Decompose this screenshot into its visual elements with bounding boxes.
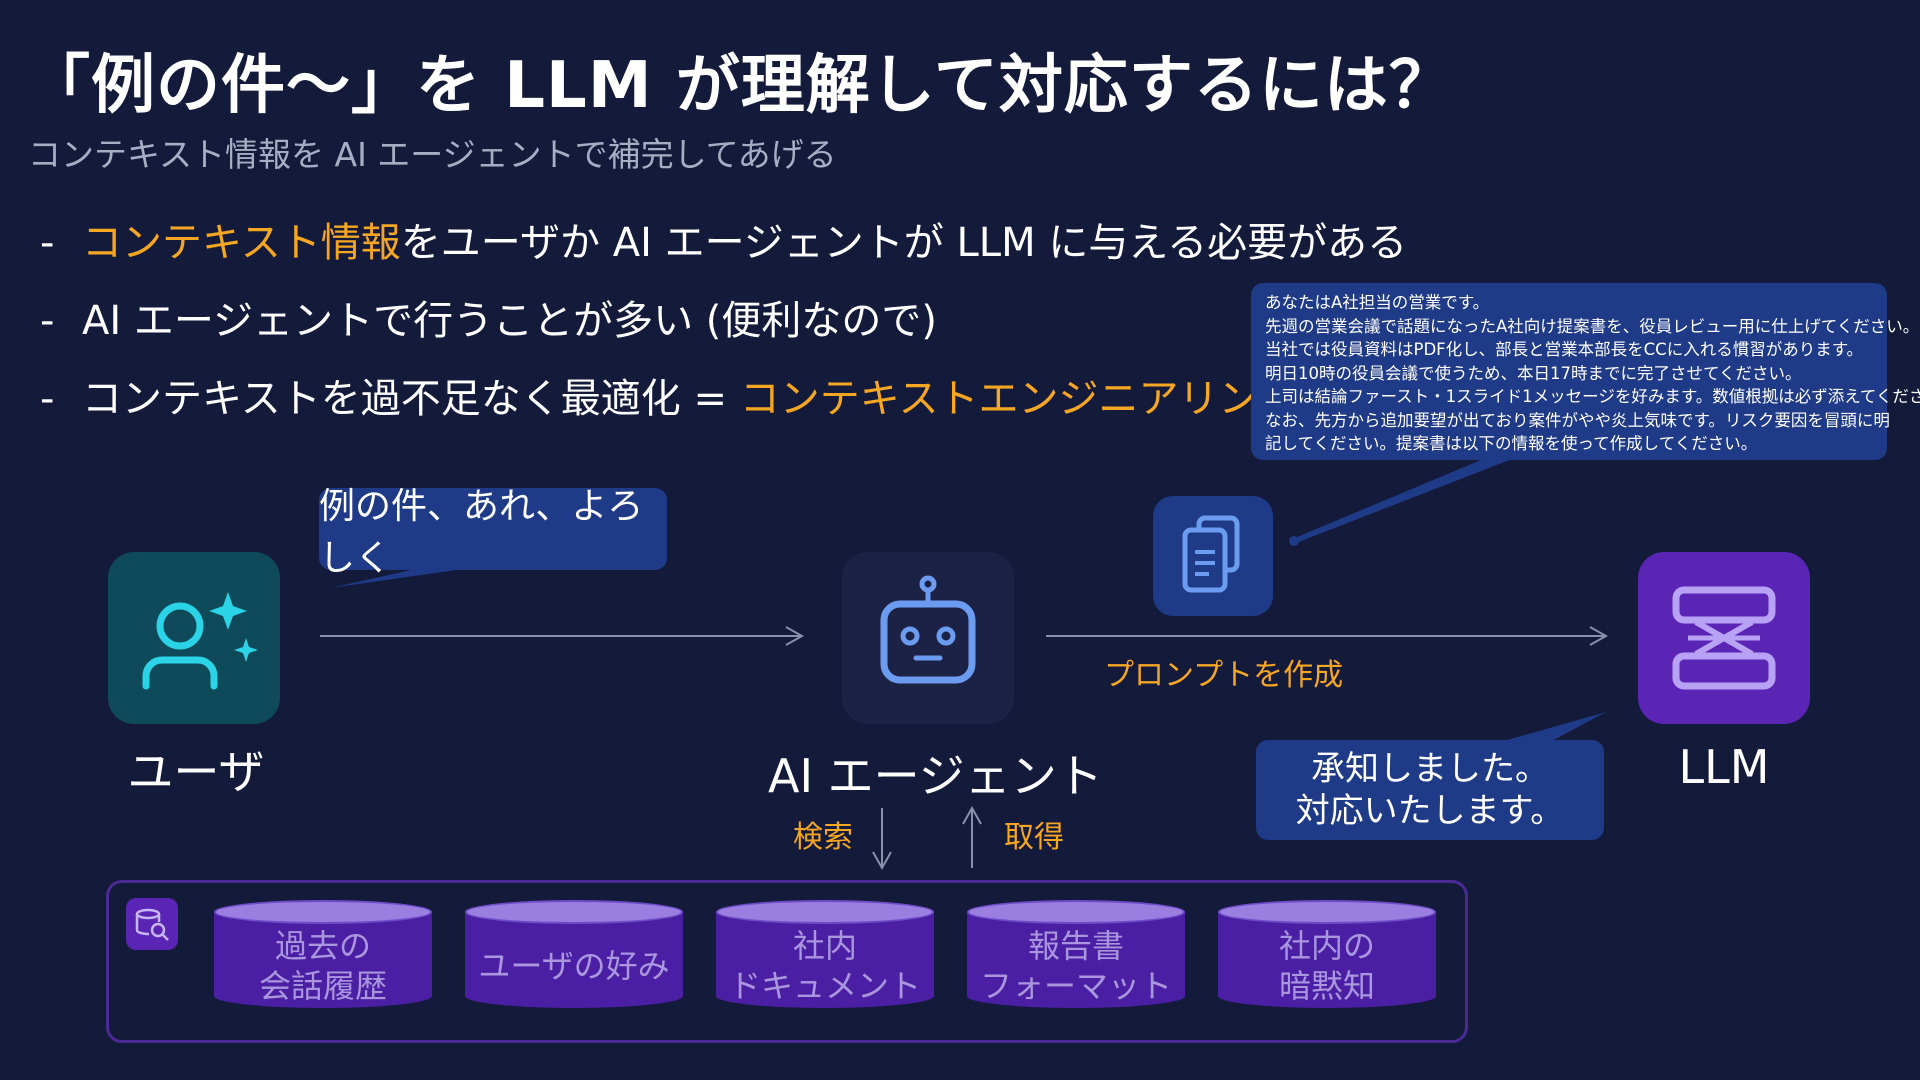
bullet-3: -コンテキストを過不足なく最適化 = コンテキストエンジニアリング bbox=[40, 366, 1299, 424]
arrow-agent-to-llm-head bbox=[1589, 626, 1609, 646]
reply-bubble-tail bbox=[1500, 712, 1606, 742]
database-cylinder: 報告書フォーマット bbox=[967, 900, 1185, 1012]
user-node bbox=[108, 552, 280, 724]
bullet-text: コンテキストを過不足なく最適化 = bbox=[82, 376, 740, 422]
bullet-dash: - bbox=[40, 220, 55, 266]
bullet-text: AI エージェントで行うことが多い (便利なので) bbox=[82, 298, 938, 344]
database-label-line1: ユーザの好み bbox=[478, 947, 670, 985]
document-node bbox=[1153, 496, 1273, 616]
user-sparkle-icon bbox=[142, 592, 258, 690]
user-bubble-tail bbox=[330, 568, 470, 588]
database-label-line2: ドキュメント bbox=[728, 967, 921, 1005]
bullet-dash: - bbox=[40, 298, 55, 344]
prompt-line: 明日10時の役員会議で使うため、本日17時までに完了させてください。 bbox=[1265, 363, 1802, 383]
page-title: 「例の件～」を LLM が理解して対応するには？ bbox=[26, 49, 1454, 123]
database-label-line1: 社内 bbox=[792, 927, 857, 965]
prompt-box-tail bbox=[1290, 452, 1530, 543]
robot-icon bbox=[880, 575, 976, 684]
prompt-line: 当社では役員資料はPDF化し、部長と営業本部長をCCに入れる慣習があります。 bbox=[1265, 340, 1864, 359]
database-cylinder: ユーザの好み bbox=[465, 900, 683, 1012]
database-label-line2: フォーマット bbox=[979, 967, 1172, 1005]
database-label-line2: 暗黙知 bbox=[1278, 967, 1375, 1005]
search-label: 検索 bbox=[793, 820, 853, 855]
hourglass-icon bbox=[1672, 586, 1776, 690]
page-subtitle: コンテキスト情報を AI エージェントで補完してあげる bbox=[28, 135, 837, 174]
agent-node-label: AI エージェント bbox=[768, 749, 1103, 803]
user-node-label: ユーザ bbox=[127, 745, 265, 799]
database-label-line1: 報告書 bbox=[1027, 927, 1124, 965]
prompt-line: 先週の営業会議で話題になったA社向け提案書を、役員レビュー用に仕上げてください。 bbox=[1265, 316, 1920, 336]
llm-node bbox=[1638, 552, 1810, 724]
bullet-text: をユーザか AI エージェントが LLM に与える必要がある bbox=[400, 220, 1408, 266]
bullet-highlight: コンテキストエンジニアリング bbox=[739, 376, 1299, 422]
documents-icon bbox=[1182, 515, 1240, 593]
knowledge-store-frame bbox=[106, 880, 1468, 1043]
bullet-1: -コンテキスト情報をユーザか AI エージェントが LLM に与える必要がある bbox=[40, 210, 1407, 268]
agent-node bbox=[842, 552, 1014, 724]
create-prompt-label: プロンプトを作成 bbox=[1104, 658, 1344, 693]
arrow-search-down-head bbox=[872, 851, 892, 871]
prompt-callout: あなたはA社担当の営業です。 先週の営業会議で話題になったA社向け提案書を、役員… bbox=[1251, 283, 1920, 460]
bullet-2: -AI エージェントで行うことが多い (便利なので) bbox=[40, 288, 937, 346]
prompt-line: あなたはA社担当の営業です。 bbox=[1265, 293, 1490, 312]
reply-line-1: 承知しました。 bbox=[1311, 749, 1549, 789]
prompt-line: なお、先方から追加要望が出ており案件がやや炎上気味です。リスク要因を冒頭に明 bbox=[1265, 410, 1890, 430]
arrow-user-to-agent-head bbox=[785, 626, 805, 646]
database-cylinder: 過去の会話履歴 bbox=[214, 900, 432, 1012]
database-search-icon bbox=[126, 898, 178, 950]
prompt-box-tail-dot bbox=[1289, 536, 1299, 546]
reply-line-2: 対応いたします。 bbox=[1295, 791, 1565, 831]
bullet-highlight: コンテキスト情報 bbox=[82, 220, 401, 266]
bullet-dash: - bbox=[40, 376, 55, 422]
prompt-line: 上司は結論ファースト・1スライド1メッセージを好みます。数値根拠は必ず添えてくだ… bbox=[1265, 387, 1920, 406]
database-label-line1: 過去の bbox=[274, 927, 371, 965]
llm-node-label: LLM bbox=[1678, 740, 1770, 794]
database-label-line1: 社内の bbox=[1278, 927, 1375, 965]
database-cylinder: 社内の暗黙知 bbox=[1218, 900, 1436, 1012]
llm-reply-bubble: 承知しました。 対応いたします。 bbox=[1256, 740, 1604, 840]
prompt-line: 記してください。提案書は以下の情報を使って作成してください。 bbox=[1265, 434, 1758, 453]
user-speech-bubble: 例の件、あれ、よろしく bbox=[319, 486, 667, 579]
arrow-retrieve-up-head bbox=[962, 805, 982, 825]
database-cylinder: 社内ドキュメント bbox=[716, 900, 934, 1012]
user-speech-text: 例の件、あれ、よろしく bbox=[319, 486, 644, 579]
database-label-line2: 会話履歴 bbox=[258, 967, 387, 1005]
retrieve-label: 取得 bbox=[1004, 820, 1064, 855]
